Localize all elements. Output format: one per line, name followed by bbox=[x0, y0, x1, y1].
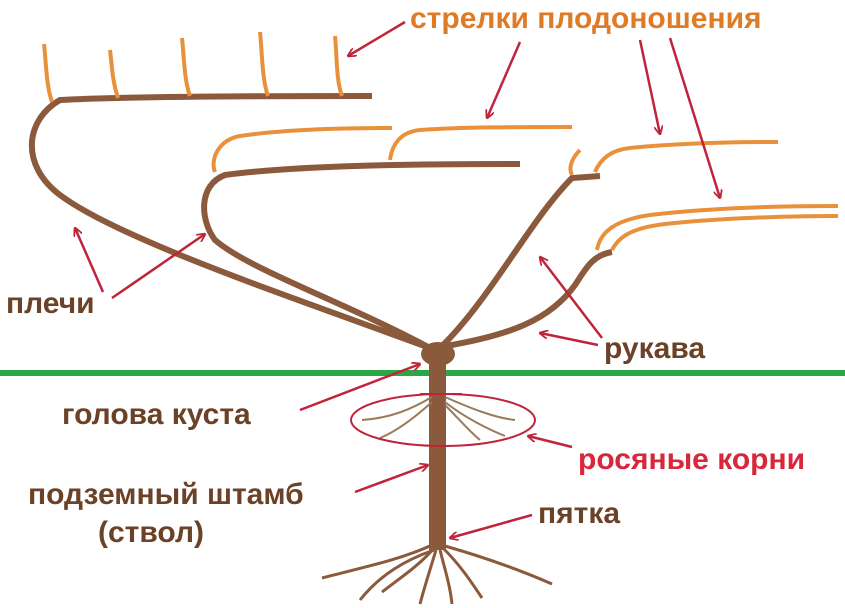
red-arrow-icons bbox=[75, 20, 720, 538]
label-sleeves: рукава bbox=[604, 332, 706, 365]
label-bush-head: голова куста bbox=[62, 398, 251, 431]
red-arrow-icon bbox=[668, 37, 720, 198]
fruiting-shoots-horizontal bbox=[211, 125, 839, 251]
red-arrow-icon bbox=[354, 465, 428, 494]
label-underground-trunk-line1: подземный штамб bbox=[28, 478, 304, 511]
red-arrow-icon bbox=[540, 257, 603, 339]
sleeve-upper bbox=[437, 173, 601, 351]
red-arrow-icon bbox=[348, 20, 406, 56]
shoulder-outer bbox=[28, 93, 432, 351]
dew-roots bbox=[361, 396, 516, 441]
red-arrow-icon bbox=[299, 364, 420, 412]
red-arrow-icon bbox=[487, 41, 522, 118]
red-arrow-icon bbox=[528, 436, 573, 449]
label-shoulders: плечи bbox=[6, 287, 95, 320]
label-underground-trunk-line2: (ствол) bbox=[98, 516, 205, 549]
red-arrow-icon bbox=[540, 333, 599, 347]
underground-trunk bbox=[429, 352, 446, 550]
heel-roots bbox=[321, 543, 553, 605]
label-heel: пятка bbox=[538, 497, 621, 530]
red-arrow-icon bbox=[450, 513, 533, 538]
label-fruiting-shoots: стрелки плодоношения bbox=[410, 2, 762, 35]
red-arrow-icon bbox=[111, 234, 205, 300]
red-arrow-icon bbox=[75, 228, 105, 293]
label-dew-roots: росяные корни bbox=[578, 443, 806, 476]
sleeve-lower bbox=[445, 249, 613, 349]
red-arrow-icon bbox=[638, 39, 660, 134]
shoulder-inner bbox=[201, 161, 521, 351]
fruiting-shoots-vertical bbox=[42, 31, 344, 103]
label-underground-trunk: подземный штамб (ствол) bbox=[28, 476, 304, 552]
